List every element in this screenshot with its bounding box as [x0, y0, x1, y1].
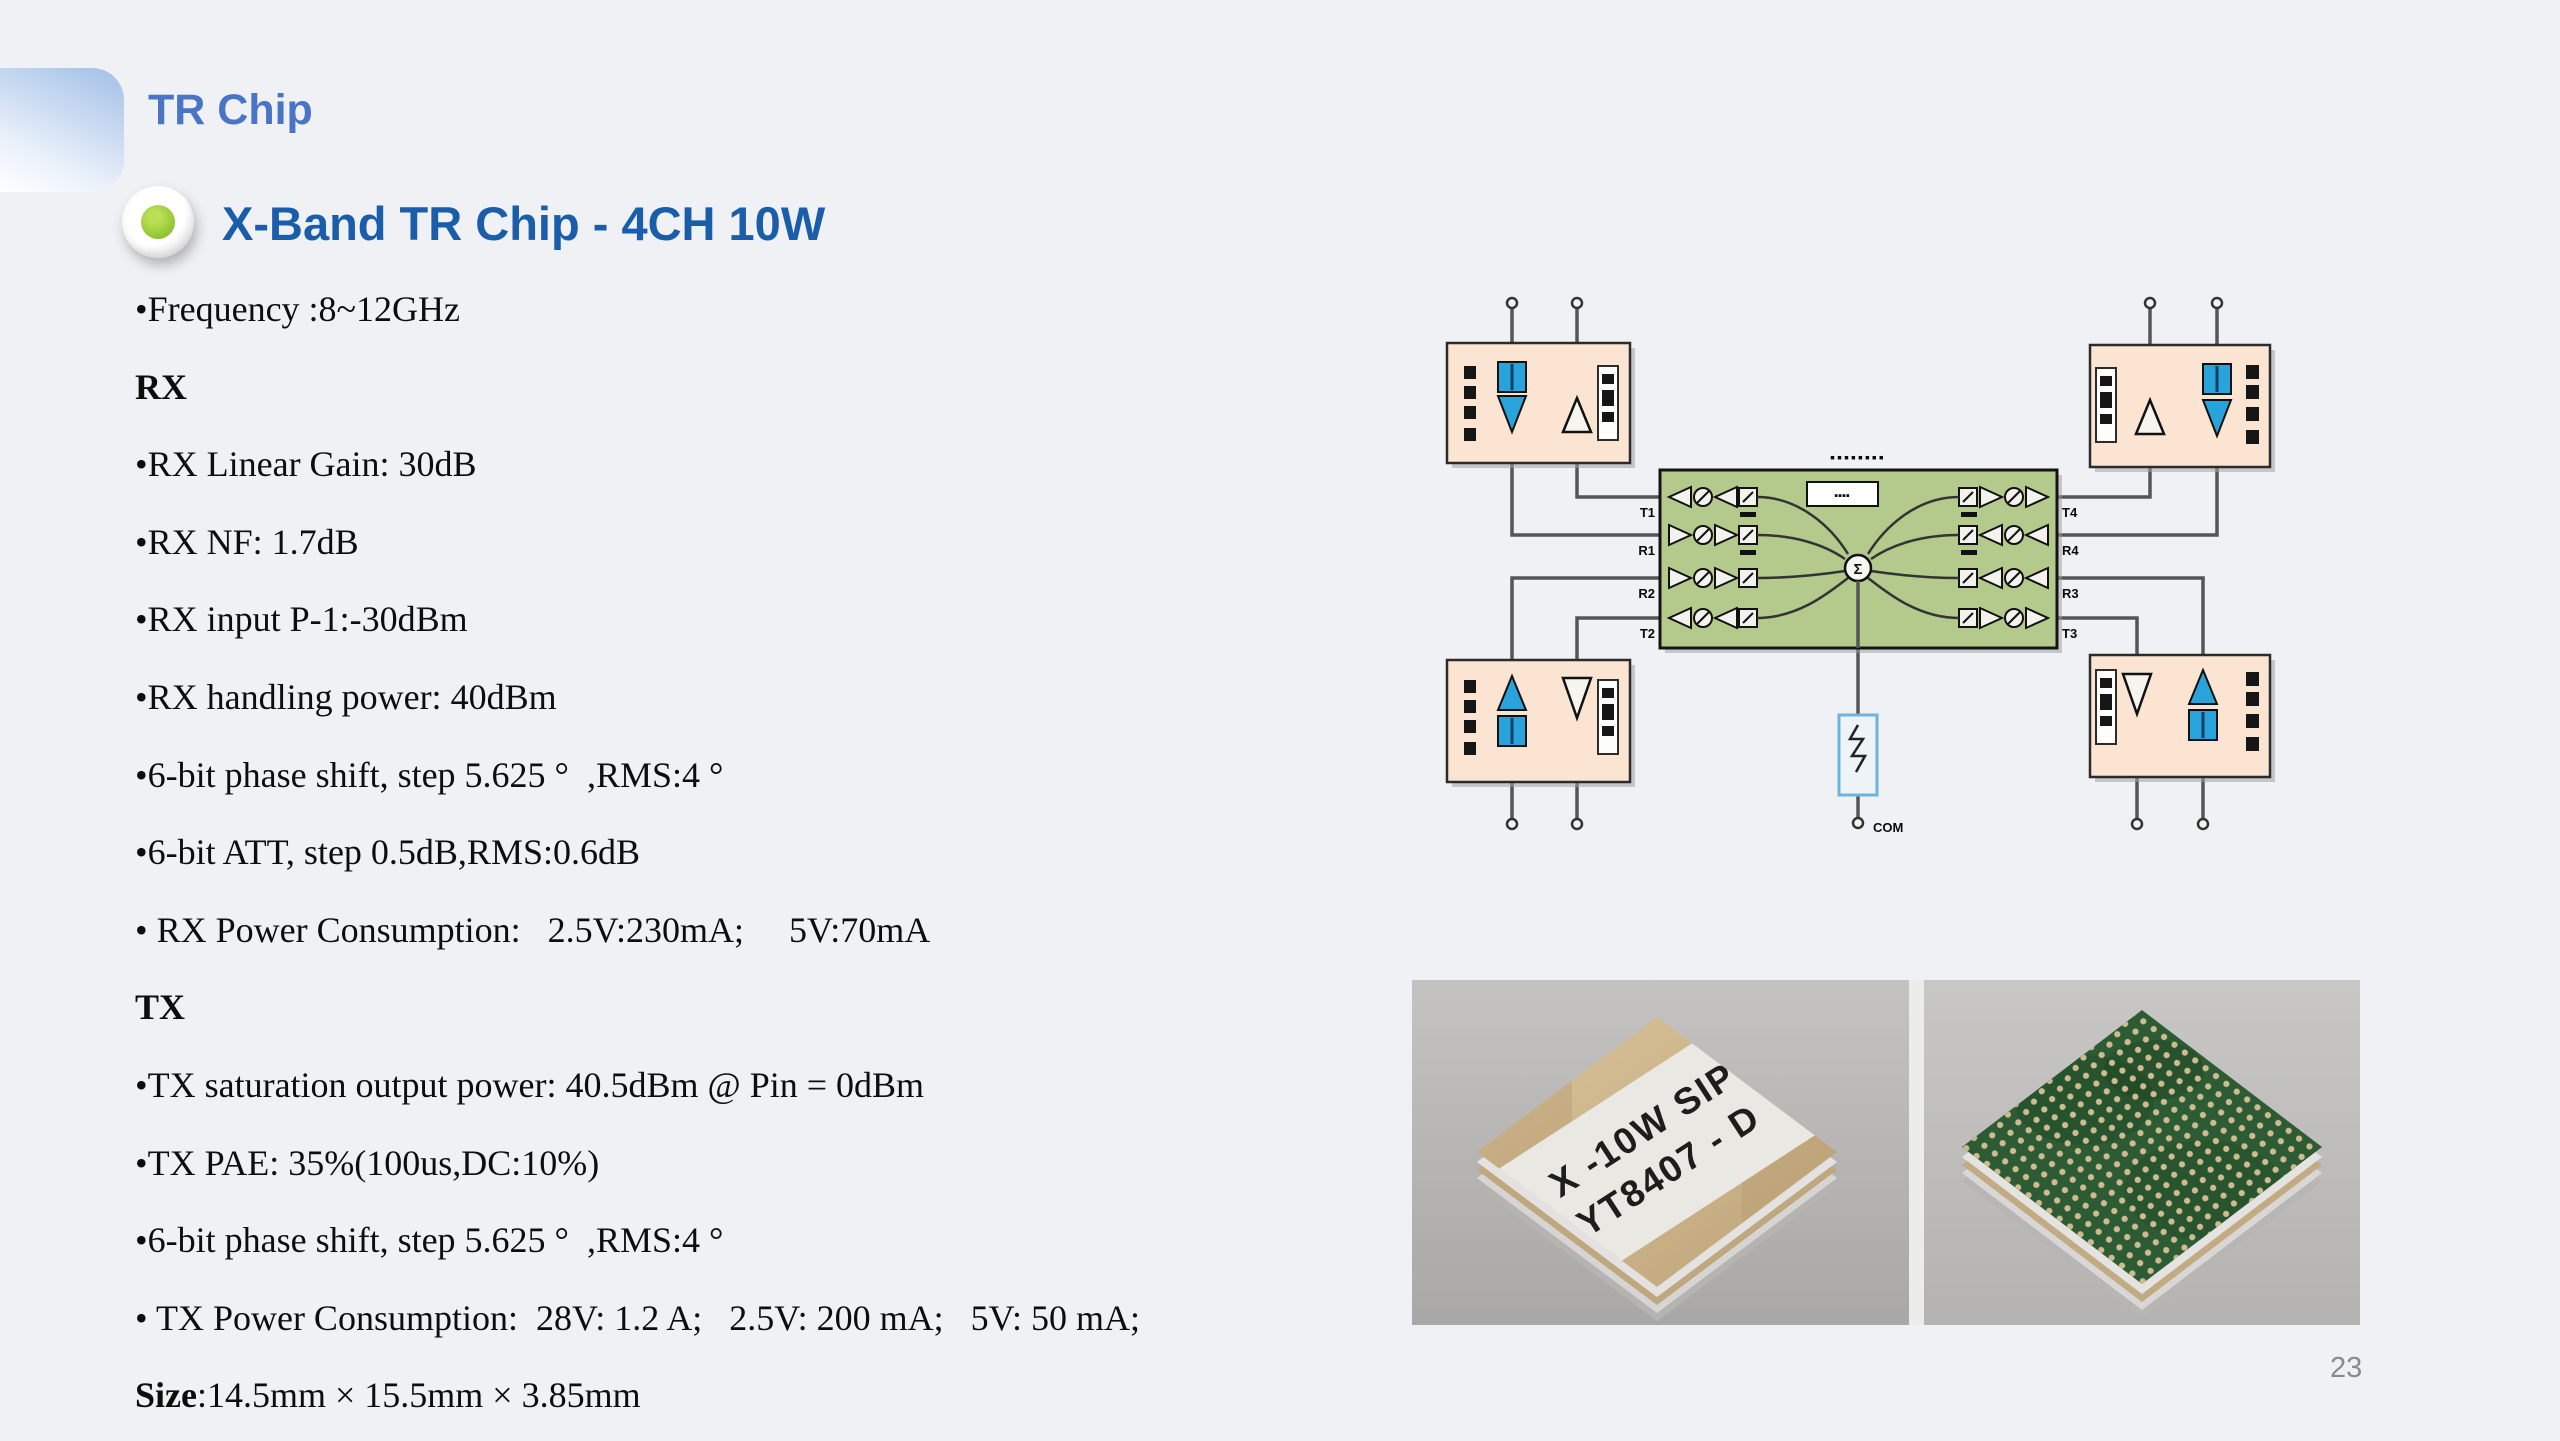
spec-line: RX: [135, 366, 187, 407]
port-label-r3: R3: [2062, 586, 2079, 601]
lna-icon: [1496, 673, 1528, 711]
section-title: TR Chip: [148, 86, 313, 134]
spec-line: •6-bit ATT, step 0.5dB,RMS:0.6dB: [135, 832, 640, 873]
control-box: [1806, 481, 1879, 507]
port-label-t1: T1: [1640, 505, 1655, 520]
port-label-r4: R4: [2062, 543, 2079, 558]
port-label-t3: T3: [2062, 626, 2077, 641]
front-end-module-top-right: [2088, 296, 2275, 472]
front-end-module-top-left: [1445, 296, 1635, 468]
spec-line: •TX PAE: 35%(100us,DC:10%): [135, 1142, 600, 1183]
combiner-curves: [1756, 495, 1960, 620]
control-box-label: ▪▪▪▪: [1834, 490, 1850, 502]
spec-line: •RX Linear Gain: 30dB: [135, 444, 477, 485]
spec-line: •6-bit phase shift, step 5.625 ° ,RMS:4 …: [135, 1220, 724, 1261]
spec-line: •RX input P-1:-30dBm: [135, 599, 468, 640]
module-label-marks: [1464, 366, 1476, 441]
spec-line: •TX saturation output power: 40.5dBm @ P…: [135, 1064, 925, 1105]
chip-photos: X -10W SIP YT8407 - D: [1412, 980, 2360, 1325]
pa-icon: [2134, 396, 2166, 436]
channel-chains-left: [1668, 486, 1758, 629]
com-port: [1851, 816, 1865, 830]
spec-list: •Frequency :8~12GHz RX •RX Linear Gain: …: [135, 271, 1435, 1435]
front-end-module-bottom-right: [2088, 653, 2275, 831]
corner-gradient-decoration: [0, 68, 124, 192]
lna-icon: [2187, 667, 2219, 705]
port-labels: T1 R1 R2 T2 T4 R4 R3 T3 COM: [1638, 505, 2079, 835]
pa-icon: [2121, 672, 2153, 718]
green-bullet-core: [141, 205, 175, 239]
chip-photo-bottom-view: [1924, 980, 2360, 1325]
page-title: X-Band TR Chip - 4CH 10W: [222, 197, 826, 250]
port-label-t2: T2: [1640, 626, 1655, 641]
port-label-r1: R1: [1638, 543, 1655, 558]
tr-chip-block-diagram: ▪▪▪▪▪▪▪▪ ▪▪▪▪: [1445, 296, 2275, 835]
port-label-r2: R2: [1638, 586, 1655, 601]
serial-control-symbol: [1847, 724, 1868, 773]
module-label-marks: [2246, 672, 2259, 751]
spec-line: • TX Power Consumption: 28V: 1.2 A; 2.5V…: [135, 1297, 1140, 1338]
front-end-module-bottom-left: [1445, 658, 1635, 831]
green-bullet-icon: [122, 186, 194, 258]
lna-icon: [1496, 395, 1528, 435]
bga-ball-grid: [1962, 1010, 2322, 1284]
spec-line: TX: [135, 987, 186, 1028]
spec-line: •Frequency :8~12GHz: [135, 289, 461, 329]
core-block-title: ▪▪▪▪▪▪▪▪: [1830, 449, 1886, 465]
module-label-marks: [1464, 680, 1476, 755]
spec-line: •RX NF: 1.7dB: [135, 521, 359, 562]
spec-line: • RX Power Consumption: 2.5V:230mA; 5V:7…: [135, 909, 931, 950]
channel-chains-right: [1958, 486, 2049, 629]
pa-icon: [1561, 394, 1593, 434]
port-label-t4: T4: [2062, 505, 2078, 520]
page-number: 23: [2330, 1352, 2363, 1384]
lna-icon: [2201, 399, 2233, 439]
chip-photo-top-view: X -10W SIP YT8407 - D: [1412, 980, 1909, 1325]
pa-icon: [1561, 676, 1593, 722]
spec-line: •6-bit phase shift, step 5.625 ° ,RMS:4 …: [135, 754, 724, 795]
port-label-com: COM: [1873, 820, 1903, 835]
spec-line: •RX handling power: 40dBm: [135, 676, 557, 717]
module-label-marks: [2246, 365, 2259, 444]
spec-line: Size:14.5mm × 15.5mm × 3.85mm: [135, 1375, 641, 1416]
sum-symbol: Σ: [1853, 561, 1862, 578]
